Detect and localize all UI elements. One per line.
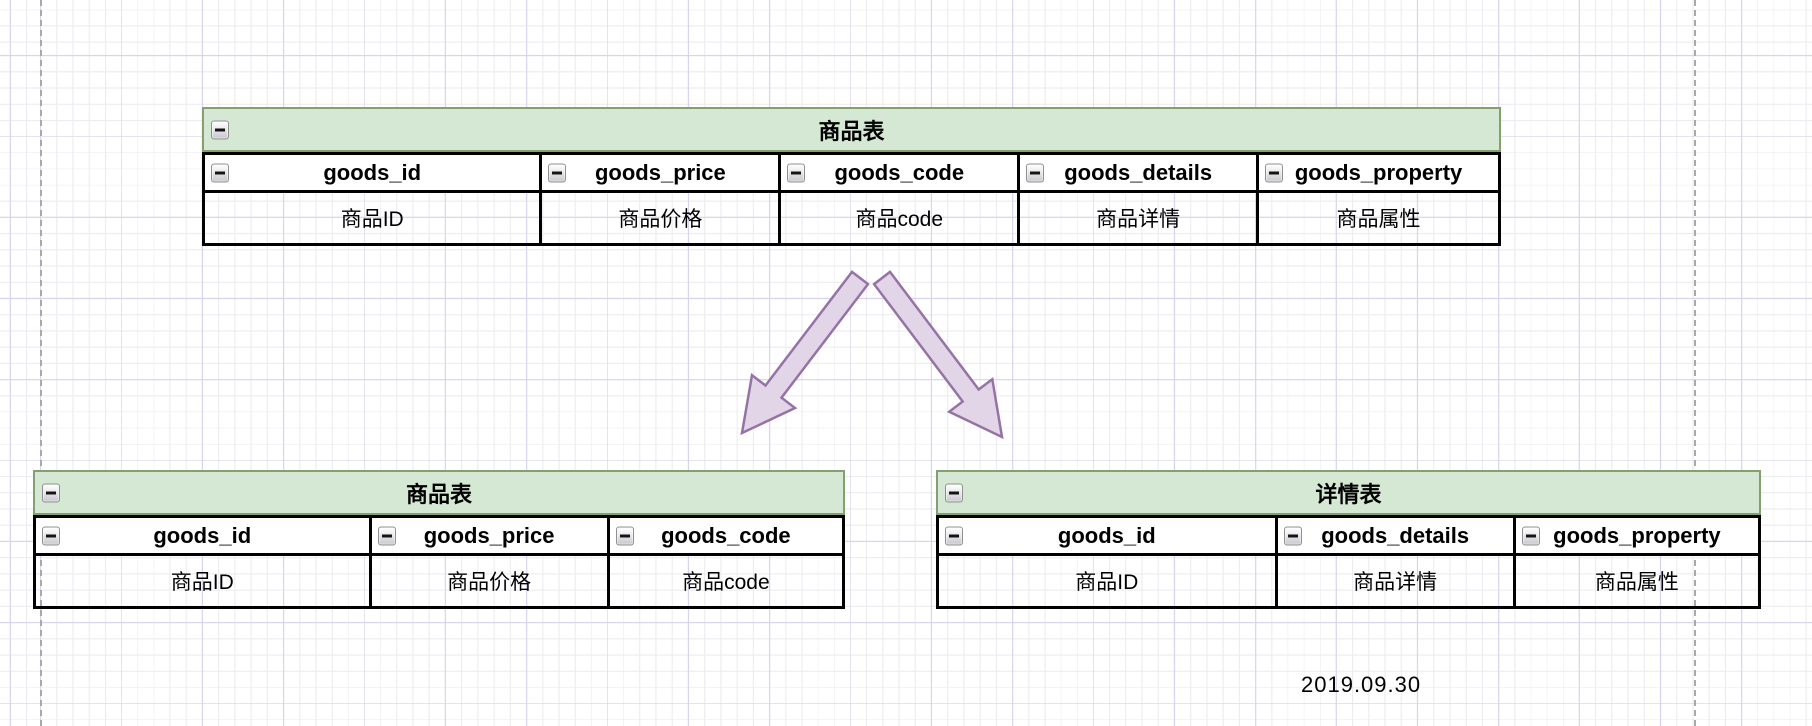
table-title-row: 详情表 <box>936 470 1761 515</box>
column-value-cell[interactable]: 商品属性 <box>1259 193 1498 243</box>
column-name: goods_details <box>1321 522 1470 548</box>
table-title: 详情表 <box>1315 481 1382 507</box>
page-boundary-line-left <box>40 0 42 726</box>
column-name: goods_code <box>661 522 791 548</box>
collapse-minus-icon[interactable] <box>377 526 396 545</box>
column-label: 商品详情 <box>1096 208 1181 231</box>
table-title-row: 商品表 <box>202 107 1501 152</box>
table-title: 商品表 <box>405 481 472 507</box>
column-value-cell[interactable]: 商品属性 <box>1516 556 1758 606</box>
column-header-cell[interactable]: goods_code <box>610 518 842 553</box>
column-label: 商品ID <box>340 208 404 231</box>
column-header-cell[interactable]: goods_id <box>205 155 543 190</box>
collapse-minus-icon[interactable] <box>1521 526 1540 545</box>
table-value-row: 商品ID 商品详情 商品属性 <box>936 556 1761 609</box>
column-name: goods_id <box>1057 522 1156 548</box>
table-shape-details-split[interactable]: 详情表 goods_id goods_details goods_propert… <box>936 470 1761 609</box>
column-name: goods_price <box>594 159 726 185</box>
column-header-cell[interactable]: goods_property <box>1516 518 1758 553</box>
split-arrow-left[interactable] <box>740 270 870 436</box>
collapse-minus-icon[interactable] <box>787 163 806 182</box>
table-title: 商品表 <box>818 118 885 144</box>
collapse-minus-icon[interactable] <box>945 526 963 545</box>
column-value-cell[interactable]: 商品详情 <box>1020 193 1260 243</box>
column-name: goods_details <box>1064 159 1213 185</box>
column-name: goods_code <box>834 159 965 185</box>
column-name: goods_property <box>1294 159 1463 185</box>
collapse-minus-icon[interactable] <box>211 120 229 139</box>
table-value-row: 商品ID 商品价格 商品code <box>33 556 845 609</box>
column-label: 商品属性 <box>1336 208 1421 231</box>
column-value-cell[interactable]: 商品ID <box>205 193 543 243</box>
collapse-minus-icon[interactable] <box>1283 526 1302 545</box>
split-arrow-right[interactable] <box>872 270 1004 440</box>
column-label: 商品详情 <box>1353 571 1438 594</box>
column-header-cell[interactable]: goods_property <box>1259 155 1498 190</box>
column-label: 商品code <box>855 208 944 231</box>
column-label: 商品ID <box>170 571 234 594</box>
column-header-cell[interactable]: goods_details <box>1020 155 1260 190</box>
column-name: goods_id <box>153 522 252 548</box>
table-header-row: goods_id goods_price goods_code goods_de… <box>202 152 1501 193</box>
table-value-row: 商品ID 商品价格 商品code 商品详情 商品属性 <box>202 193 1501 246</box>
column-value-cell[interactable]: 商品ID <box>939 556 1278 606</box>
collapse-minus-icon[interactable] <box>42 526 60 545</box>
collapse-minus-icon[interactable] <box>1265 163 1284 182</box>
table-shape-goods-split[interactable]: 商品表 goods_id goods_price goods_code 商品ID… <box>33 470 845 609</box>
collapse-minus-icon[interactable] <box>945 483 963 502</box>
column-header-cell[interactable]: goods_code <box>781 155 1021 190</box>
column-name: goods_id <box>323 159 422 185</box>
column-value-cell[interactable]: 商品价格 <box>372 556 610 606</box>
column-value-cell[interactable]: 商品价格 <box>542 193 782 243</box>
table-title-row: 商品表 <box>33 470 845 515</box>
table-header-row: goods_id goods_price goods_code <box>33 515 845 556</box>
column-value-cell[interactable]: 商品code <box>781 193 1021 243</box>
column-header-cell[interactable]: goods_details <box>1278 518 1516 553</box>
page-boundary-line-right <box>1694 0 1696 726</box>
column-name: goods_property <box>1553 522 1721 548</box>
column-label: 商品ID <box>1075 571 1139 594</box>
date-label: 2019.09.30 <box>1301 672 1422 697</box>
collapse-minus-icon[interactable] <box>548 163 567 182</box>
collapse-minus-icon[interactable] <box>1026 163 1045 182</box>
collapse-minus-icon[interactable] <box>211 163 229 182</box>
collapse-minus-icon[interactable] <box>615 526 634 545</box>
column-value-cell[interactable]: 商品详情 <box>1278 556 1516 606</box>
table-shape-goods-source[interactable]: 商品表 goods_id goods_price goods_code good… <box>202 107 1501 246</box>
column-header-cell[interactable]: goods_id <box>36 518 372 553</box>
column-label: 商品code <box>682 571 770 594</box>
column-label: 商品价格 <box>618 208 703 231</box>
column-label: 商品价格 <box>447 571 532 594</box>
column-label: 商品属性 <box>1594 571 1679 594</box>
column-value-cell[interactable]: 商品code <box>610 556 842 606</box>
column-header-cell[interactable]: goods_price <box>372 518 610 553</box>
collapse-minus-icon[interactable] <box>42 483 60 502</box>
column-value-cell[interactable]: 商品ID <box>36 556 372 606</box>
column-name: goods_price <box>423 522 555 548</box>
table-header-row: goods_id goods_details goods_property <box>936 515 1761 556</box>
column-header-cell[interactable]: goods_id <box>939 518 1278 553</box>
column-header-cell[interactable]: goods_price <box>542 155 782 190</box>
